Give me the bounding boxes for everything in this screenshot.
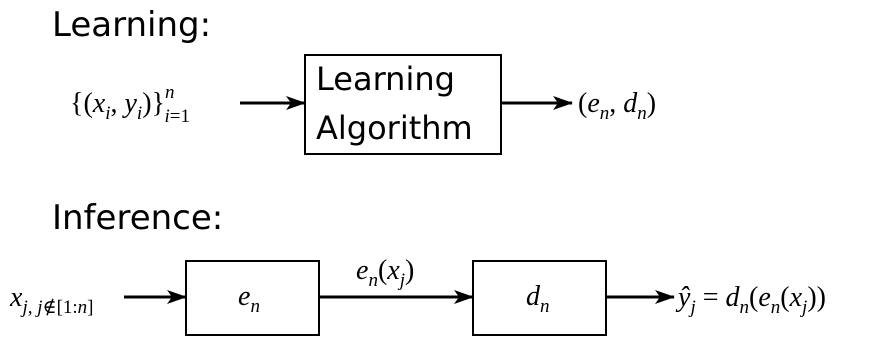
inference-input-label: xj, j∉[1:n] (9, 282, 94, 318)
inference-heading: Inference: (52, 198, 223, 238)
learning-box-line2: Algorithm (316, 109, 473, 147)
inference-output-label: ŷj = dn(en(xj)) (675, 282, 826, 318)
edge-label: en(xj) (356, 255, 414, 291)
learning-output-label: (en, dn) (578, 88, 656, 124)
learning-box-line1: Learning (316, 60, 455, 98)
encoder-box (185, 260, 320, 336)
learning-heading: Learning: (52, 5, 211, 45)
